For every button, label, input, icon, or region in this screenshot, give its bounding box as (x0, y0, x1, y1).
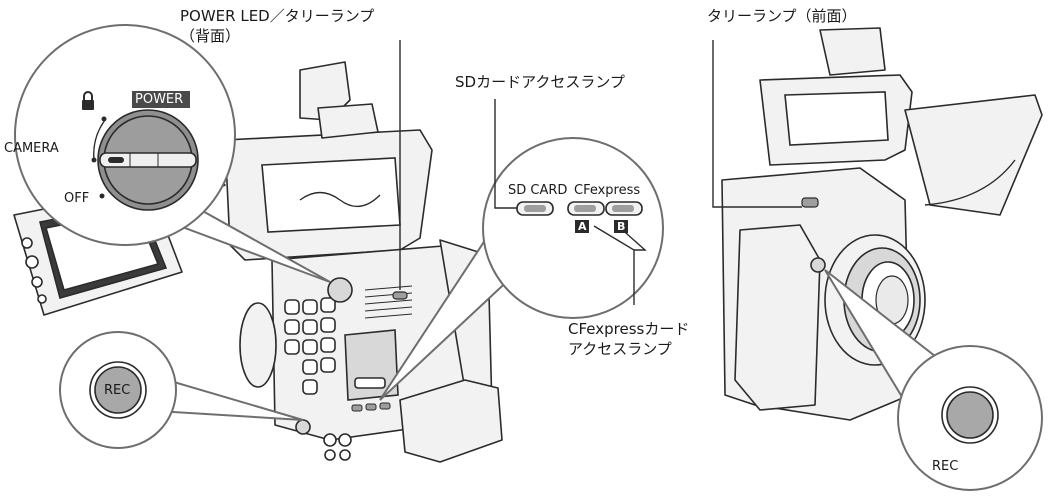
switch-off-label: OFF (64, 191, 90, 206)
power-callout (14, 24, 331, 283)
camera-body (239, 239, 503, 463)
switch-camera-label: CAMERA (4, 141, 59, 156)
rec-button-body (295, 419, 311, 435)
slot-b-label: B (617, 220, 626, 233)
cfexpress-lamp-label: CFexpressカード (568, 320, 690, 338)
power-switch-knob (327, 277, 353, 303)
rec-callout-left (59, 331, 304, 449)
slot-a-label: A (578, 220, 587, 233)
tally-front-label: タリーランプ（前面） (707, 7, 857, 25)
right-camera (712, 27, 1043, 491)
leader-lines-left (399, 40, 647, 305)
power-led-rear-label: （背面） (180, 27, 241, 45)
top-handle (224, 61, 433, 261)
power-led-label: POWER LED／タリーランプ (180, 7, 375, 25)
callout-sd-card-label: SD CARD (508, 183, 568, 198)
callout-cfexpress-label: CFexpress (574, 183, 641, 198)
rec-left-label: REC (104, 383, 131, 398)
cfexpress-lamp-label-2: アクセスランプ (568, 340, 672, 358)
switch-power-label: POWER (135, 92, 184, 107)
side-buttons (284, 297, 336, 395)
sd-access-lamp-label: SDカードアクセスランプ (455, 73, 625, 91)
left-camera (13, 24, 664, 463)
lock-icon (82, 91, 94, 110)
rec-right-label: REC (932, 459, 959, 474)
media-callout (379, 137, 664, 401)
rec-callout-right (824, 269, 1043, 491)
